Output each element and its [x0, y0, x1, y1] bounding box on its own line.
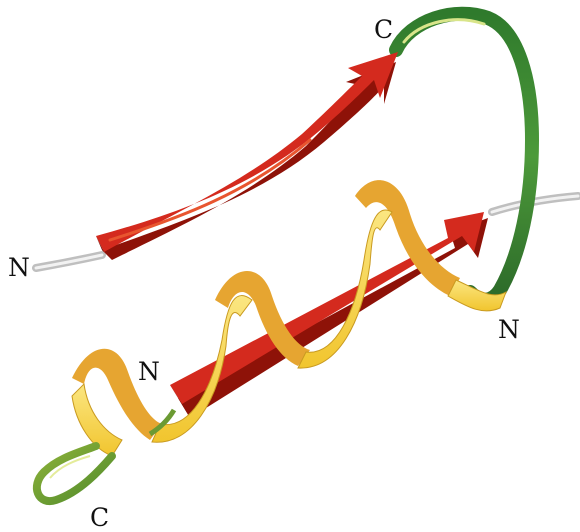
beta-strand-lower: [170, 212, 488, 418]
helix-n-label: N: [138, 357, 160, 386]
alpha-helix-back: [72, 180, 460, 440]
helix-front-2: [298, 210, 392, 368]
tail-coil-left-highlight: [36, 255, 102, 268]
strand-upper-n-label: N: [8, 253, 30, 282]
beta-strand-upper: [96, 52, 398, 260]
helix-c-label: C: [90, 503, 109, 532]
strand-lower-n-label: N: [498, 315, 520, 344]
tail-loop-bottom: [37, 446, 112, 501]
strand-upper-c-label: C: [374, 15, 393, 44]
